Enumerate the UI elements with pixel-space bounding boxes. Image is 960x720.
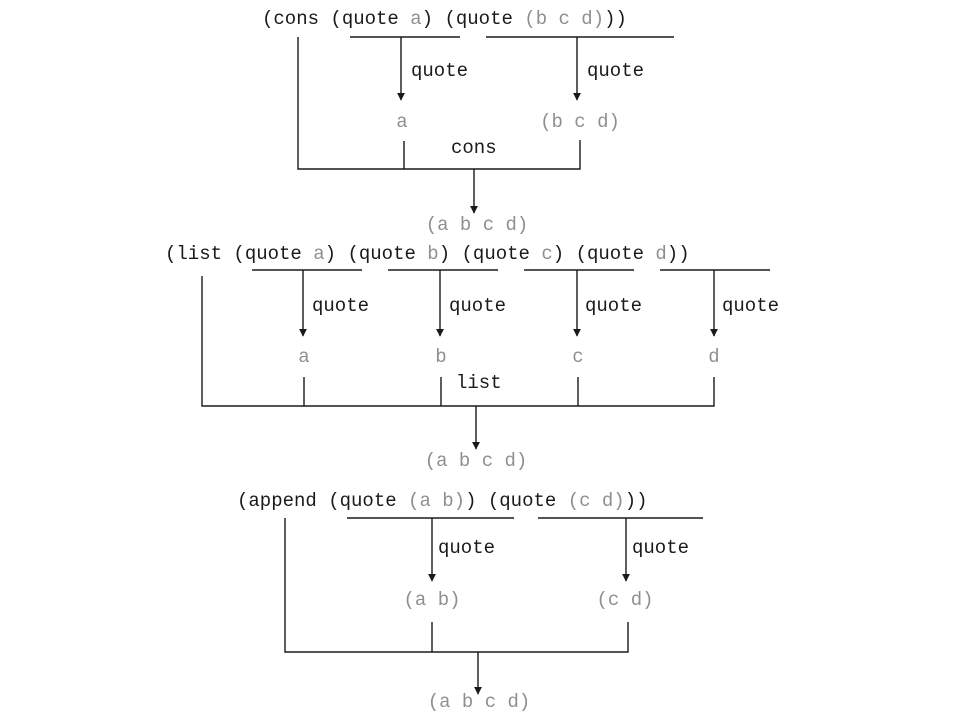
list-expression-token: ): [553, 243, 564, 265]
list-expression-token: ): [439, 243, 450, 265]
cons-expression-token: ): [422, 8, 433, 30]
cons-expression-token: [433, 8, 444, 30]
append-expression-token: ): [465, 490, 476, 512]
cons-expression-token: (b c d): [524, 8, 604, 30]
append-expression-token: (append: [237, 490, 328, 512]
append-arg1-result: (a b): [403, 589, 460, 611]
cons-expression-token: (quote: [330, 8, 410, 30]
list-expression-token: c: [541, 243, 552, 265]
list-arg1-quote-label: quote: [312, 295, 369, 317]
list-arg2-result: b: [435, 346, 446, 368]
list-collector-bracket: [201, 276, 715, 407]
cons-arg1-result: a: [396, 111, 407, 133]
append-expression-token: (c d): [568, 490, 625, 512]
list-expression-token: a: [313, 243, 324, 265]
cons-final-result: (a b c d): [426, 214, 529, 236]
list-arg4-quote-label: quote: [722, 295, 779, 317]
list-expression-token: [336, 243, 347, 265]
cons-arg2-result: (b c d): [540, 111, 620, 133]
list-expression-token: (quote: [233, 243, 313, 265]
list-expression-token: ): [325, 243, 336, 265]
list-expression-token: b: [427, 243, 438, 265]
cons-expression-token: a: [410, 8, 421, 30]
list-expression-token: (quote: [576, 243, 656, 265]
cons-expression-token: (cons: [262, 8, 330, 30]
list-expression-token: )): [667, 243, 690, 265]
append-expression-token: (quote: [328, 490, 408, 512]
list-expression-token: [564, 243, 575, 265]
list-arg1-result: a: [298, 346, 309, 368]
cons-function-label: cons: [451, 137, 497, 159]
list-expression-token: d: [655, 243, 666, 265]
cons-expression: (cons (quote a) (quote (b c d))): [262, 8, 627, 30]
append-diagram: (append (quote (a b)) (quote (c d))) quo…: [237, 490, 703, 713]
cons-arg2-quote-label: quote: [587, 60, 644, 82]
list-expression-token: [450, 243, 461, 265]
list-expression-token: (quote: [347, 243, 427, 265]
append-expression: (append (quote (a b)) (quote (c d))): [237, 490, 648, 512]
list-arg4-result: d: [708, 346, 719, 368]
append-arg2-quote-label: quote: [632, 537, 689, 559]
append-expression-token: )): [625, 490, 648, 512]
append-final-result: (a b c d): [428, 691, 531, 713]
list-arg3-result: c: [572, 346, 583, 368]
cons-expression-token: )): [604, 8, 627, 30]
list-final-result: (a b c d): [425, 450, 528, 472]
list-expression: (list (quote a) (quote b) (quote c) (quo…: [165, 243, 690, 265]
list-function-label: list: [456, 372, 502, 394]
cons-collector-bracket: [297, 37, 581, 170]
append-expression-token: (quote: [488, 490, 568, 512]
list-arg2-quote-label: quote: [449, 295, 506, 317]
append-expression-token: [476, 490, 487, 512]
list-expression-token: (list: [165, 243, 233, 265]
append-arg2-result: (c d): [596, 589, 653, 611]
cons-arg1-quote-label: quote: [411, 60, 468, 82]
append-arg1-quote-label: quote: [438, 537, 495, 559]
list-diagram: (list (quote a) (quote b) (quote c) (quo…: [165, 243, 779, 472]
list-expression-token: (quote: [462, 243, 542, 265]
append-expression-token: (a b): [408, 490, 465, 512]
cons-expression-token: (quote: [444, 8, 524, 30]
cons-diagram: (cons (quote a) (quote (b c d))) quote q…: [262, 8, 674, 236]
list-arg3-quote-label: quote: [585, 295, 642, 317]
append-collector-bracket: [284, 518, 629, 653]
